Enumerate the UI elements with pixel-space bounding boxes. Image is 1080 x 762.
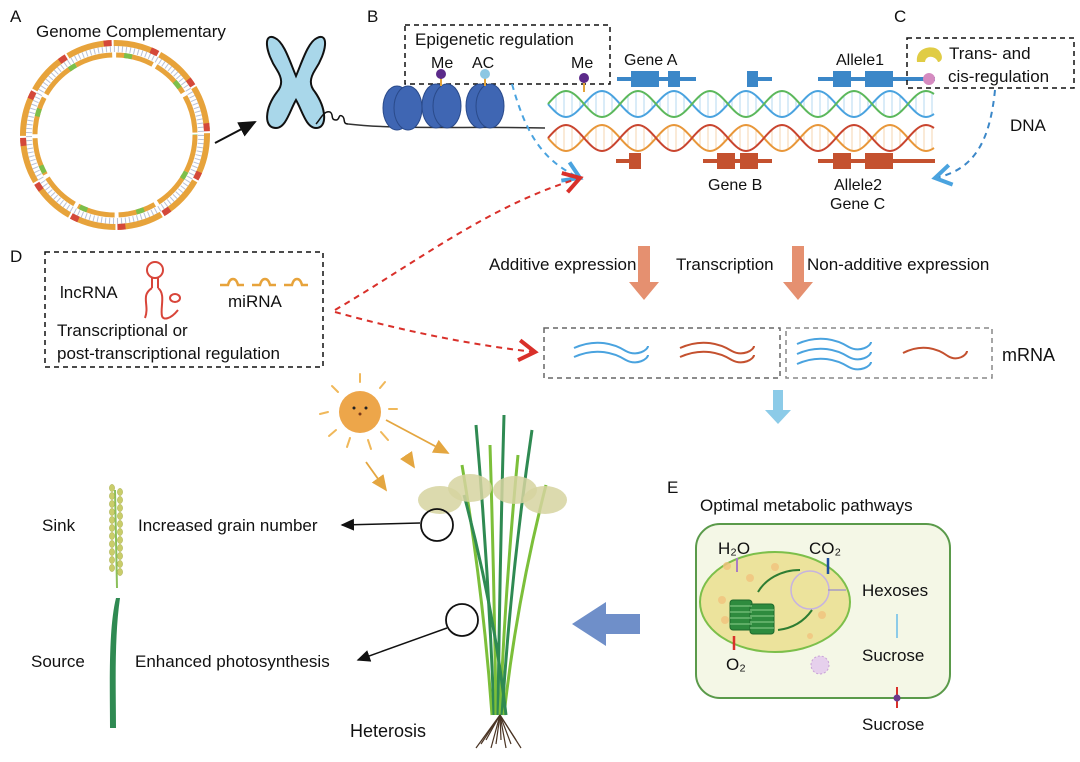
h2o-label: H₂O [718, 539, 750, 558]
arrow-genome-to-chromosome [214, 121, 257, 144]
additive-mrna-box [543, 327, 781, 379]
optimal-metabolic-pathways-title: Optimal metabolic pathways [700, 496, 913, 515]
heterosis-label: Heterosis [350, 721, 426, 741]
lncrna-label: lncRNA [60, 283, 118, 302]
sunlight-ray-1 [385, 419, 450, 454]
chloroplast-granules-dots [718, 562, 826, 639]
lncrna-icon [144, 261, 181, 320]
source-label: Source [31, 652, 85, 671]
panel-c-letter: C [894, 7, 906, 26]
enhanced-photosynthesis-label: Enhanced photosynthesis [135, 652, 330, 671]
methylation-label-1: Me [431, 55, 453, 72]
sucrose-inner-label: Sucrose [862, 646, 924, 665]
methyl-mark-icon-2 [579, 73, 589, 83]
rice-panicle-icon [109, 484, 123, 589]
co2-label: CO₂ [809, 539, 841, 558]
non-additive-down-arrow [783, 246, 813, 300]
cycle-arrow-1 [757, 569, 801, 593]
sunlight-ray-3 [365, 461, 388, 492]
dna-label: DNA [1010, 116, 1047, 135]
epigenetic-regulation-box [404, 24, 611, 85]
mrna-to-metabolism-arrow [765, 390, 791, 424]
gene-c-label: Gene C [830, 196, 885, 213]
increased-grain-number-label: Increased grain number [138, 516, 318, 535]
gene-a-label: Gene A [624, 52, 678, 69]
regulator-protein-icon [916, 47, 942, 62]
noncoding-rna-box [44, 251, 324, 368]
hexoses-label: Hexoses [862, 581, 928, 600]
genome-complementary-title: Genome Complementary [36, 22, 226, 41]
mrna-label: mRNA [1002, 345, 1055, 365]
sunlight-ray-2 [400, 451, 415, 469]
mrna-blue-1 [573, 341, 649, 355]
gene-b-label: Gene B [708, 177, 762, 194]
acetylation-label: AC [472, 55, 494, 72]
non-additive-mrna-box [785, 327, 993, 379]
dna-helix-parent-1 [547, 89, 935, 119]
transcription-label: Transcription [676, 255, 774, 274]
chromosome-icon [266, 35, 349, 130]
cis-regulation-label: cis-regulation [948, 67, 1049, 86]
mrna-blue-2 [573, 350, 649, 364]
trans-cis-regulation-box [906, 37, 1075, 89]
mirna-icon [220, 277, 308, 287]
epigenetic-dashed-arrow [511, 83, 584, 183]
methyl-mark-icon [436, 69, 446, 79]
panicle-highlight-circle [420, 508, 454, 542]
transporter-icon [893, 694, 901, 702]
mrna-red-2 [679, 350, 755, 364]
vacuole-icon [810, 655, 830, 675]
trans-regulation-label: Trans- and [949, 44, 1031, 63]
dna-double-helix [547, 89, 935, 153]
panel-e-letter: E [667, 478, 678, 497]
sun-icon [319, 373, 398, 450]
o2-label: O₂ [726, 655, 746, 674]
sink-label: Sink [42, 516, 76, 535]
metabolism-to-phenotype-arrow [572, 602, 640, 646]
allele2-label: Allele2 [834, 177, 882, 194]
mrna-red-3 [902, 346, 968, 360]
mrna-blue-4 [796, 347, 872, 361]
epigenetic-regulation-title: Epigenetic regulation [415, 30, 574, 49]
panel-d-letter: D [10, 247, 22, 266]
mrna-blue-3 [796, 337, 872, 351]
gene-structures [616, 71, 935, 169]
leaf-highlight-circle [445, 603, 479, 637]
additive-down-arrow [629, 246, 659, 300]
noncoding-to-dna-dashed-arrow [334, 171, 584, 311]
rice-leaf-icon [109, 598, 120, 728]
additive-expression-label: Additive expression [489, 255, 636, 274]
nucleosomes [382, 83, 505, 131]
rice-plant-illustration [418, 414, 567, 749]
non-additive-expression-label: Non-additive expression [807, 255, 989, 274]
acetyl-mark-icon [480, 69, 490, 79]
noncoding-to-mrna-dashed-arrow [334, 311, 539, 363]
cycle-arrow-2 [777, 609, 813, 631]
photosynthesis-pointer-arrow [356, 627, 448, 662]
thylakoid-stacks-icon [729, 599, 775, 635]
allele1-label: Allele1 [836, 52, 884, 69]
dna-helix-parent-2 [547, 123, 935, 153]
genome-circos-plot [20, 40, 210, 230]
mrna-red-1 [679, 341, 755, 355]
sucrose-outer-label: Sucrose [862, 715, 924, 734]
panel-a-letter: A [10, 7, 22, 26]
mrna-transcripts [573, 337, 968, 371]
grain-pointer-arrow [340, 518, 421, 531]
post-transcriptional-regulation-label: post-transcriptional regulation [57, 344, 280, 363]
cis-regulation-dashed-arrow [931, 89, 996, 187]
methylation-label-2: Me [571, 55, 593, 72]
panel-b-letter: B [367, 7, 378, 26]
mirna-label: miRNA [228, 292, 282, 311]
mrna-blue-5 [796, 357, 872, 371]
transcriptional-regulation-label: Transcriptional or [57, 321, 188, 340]
